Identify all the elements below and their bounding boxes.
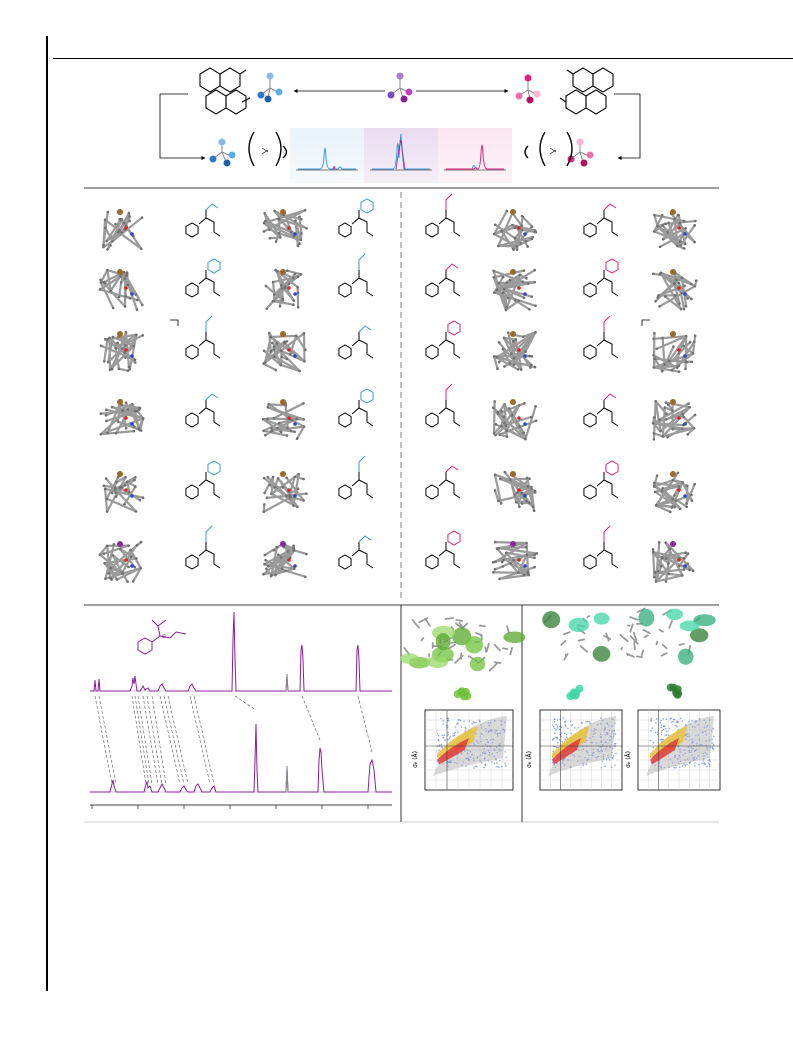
skeletal-molecule (185, 393, 221, 428)
skeletal-molecule (425, 383, 461, 428)
skeletal-molecule (338, 253, 374, 298)
crystal-structure (264, 268, 303, 310)
host-cavity-left (248, 131, 288, 167)
panel-b-crystal-grid (98, 193, 698, 583)
axis-unit: (Å) (412, 751, 419, 760)
axis-symbol: σ (412, 764, 419, 768)
stereocenter-pink-top (515, 74, 541, 104)
crystal-structure (492, 331, 537, 371)
axis-unit: (Å) (526, 751, 533, 760)
axis-unit: (Å) (625, 751, 632, 760)
axis-symbol: σ (625, 764, 632, 768)
crystal-structure (493, 470, 537, 513)
panel-c-nmr: Si (90, 611, 392, 809)
crystal-structure (492, 268, 537, 312)
skeletal-molecule (185, 203, 221, 238)
crystal-structure (98, 268, 144, 312)
skeletal-molecule (583, 393, 619, 428)
stereocenter-purple-top (387, 72, 413, 103)
crystal-structure (102, 209, 144, 251)
crystal-structure (491, 540, 539, 581)
skeletal-molecule (583, 203, 619, 238)
crystal-structure (261, 399, 306, 441)
skeletal-molecule (425, 320, 461, 360)
molecule-binaphthyl-right (559, 67, 614, 115)
crystal-structure (492, 209, 538, 251)
skeletal-molecule (338, 198, 374, 238)
crystal-structure (651, 269, 698, 311)
spectrum-box-pink (438, 128, 512, 183)
skeletal-molecule (425, 530, 461, 570)
molecule-binaphthyl-left (199, 67, 251, 115)
nmr-x-axis-ticks (91, 805, 369, 809)
skeletal-molecule (185, 315, 221, 360)
crystal-structure (102, 471, 145, 513)
crystal-structure (262, 331, 307, 373)
skeletal-molecule (425, 193, 461, 238)
axis-symbol: σ (526, 764, 533, 768)
nmr-spectrum-top (90, 611, 392, 692)
crystal-structure (652, 331, 697, 373)
stereocenter-pink-bottom (567, 138, 594, 167)
skeletal-molecule (583, 315, 619, 360)
crystal-structure (651, 540, 695, 583)
crystal-structure (98, 540, 143, 583)
nmr-correlation-lines (94, 695, 373, 785)
fingerprint-axis-label-2: σe (Å) (526, 751, 533, 768)
crystal-structure (99, 330, 145, 372)
crystal-structure (262, 208, 308, 248)
skeletal-molecule (338, 535, 374, 570)
fingerprint-axis-label-3: σe (Å) (625, 751, 632, 768)
crystal-structure (652, 209, 697, 250)
host-cavity-right (524, 131, 573, 167)
page-left-rule (46, 36, 48, 991)
crystal-structure (652, 471, 696, 514)
stereocenter-blue-bottom (209, 138, 236, 167)
skeletal-molecule (425, 263, 461, 298)
crystal-structure (262, 471, 308, 514)
skeletal-molecule (338, 388, 374, 428)
crystal-structure (99, 399, 145, 436)
skeletal-molecule (338, 325, 374, 360)
skeletal-molecule (185, 525, 221, 570)
panel-c-packing-2 (542, 607, 716, 665)
skeletal-molecule (185, 460, 221, 500)
page-top-rule (53, 58, 793, 59)
nmr-molecule-purple: Si (137, 619, 187, 655)
crystal-structure (651, 399, 697, 441)
skeletal-molecule (338, 455, 374, 500)
skeletal-molecule (583, 460, 619, 500)
fingerprint-plot (637, 709, 721, 791)
skeletal-molecule (583, 525, 619, 570)
stereocenter-blue-top (257, 72, 283, 103)
panel-c-packing-1 (399, 617, 526, 672)
fingerprint-plot (424, 709, 514, 791)
skeletal-molecule (425, 465, 461, 500)
fingerprint-axis-label-1: σe (Å) (412, 751, 419, 768)
fingerprint-plot (539, 709, 623, 791)
spectrum-box-purple (364, 128, 438, 183)
hirshfeld-fingerprint-plots (424, 683, 721, 791)
svg-text:Si: Si (162, 634, 167, 640)
crystal-structure (492, 399, 538, 441)
skeletal-molecule (185, 258, 221, 298)
panel-a-scheme (159, 67, 641, 183)
nmr-spectrum-bottom (90, 723, 392, 793)
crystal-structure (262, 541, 308, 579)
spectrum-box-blue (290, 128, 364, 183)
skeletal-molecule (583, 258, 619, 298)
